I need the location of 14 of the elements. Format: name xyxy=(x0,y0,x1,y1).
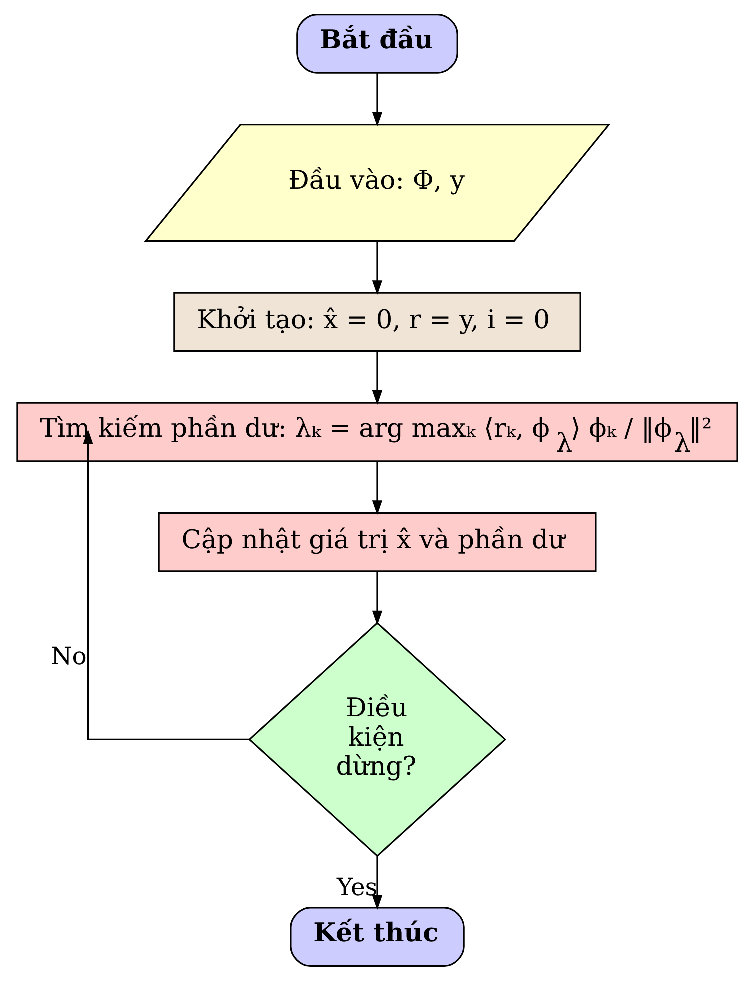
node-box: Cập nhật giá trị x̂ và phần dư xyxy=(158,512,596,572)
arrow xyxy=(372,856,382,910)
arrow xyxy=(372,462,382,516)
arrow xyxy=(372,242,382,296)
edge-label: No xyxy=(50,641,86,670)
arrow xyxy=(372,571,382,626)
arrow xyxy=(372,73,382,127)
edge-label: Yes xyxy=(336,872,378,902)
arrow xyxy=(372,352,382,406)
node-diamond: Điều kiện dừng? xyxy=(248,622,506,858)
node-box: Khởi tạo: x̂ = 0, r = y, i = 0 xyxy=(173,292,581,352)
node-box: Kết thúc xyxy=(290,907,464,968)
arrow xyxy=(82,430,250,740)
node-box: Bắt đầu xyxy=(296,14,458,74)
